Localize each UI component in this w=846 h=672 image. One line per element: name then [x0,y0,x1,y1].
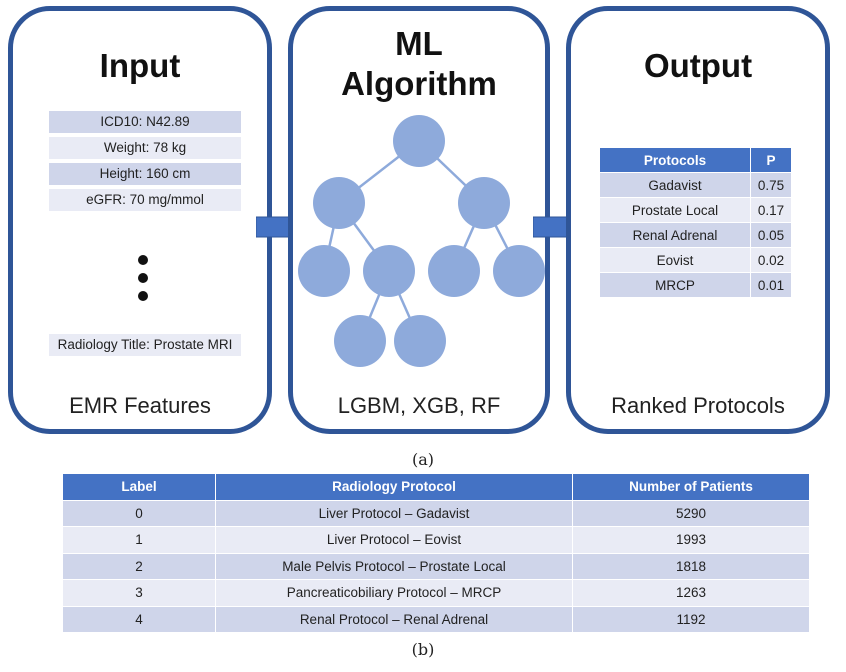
cell-patients: 1192 [572,605,810,633]
feature-radiology-title: Radiology Title: Prostate MRI [49,334,241,356]
table-row: 4 Renal Protocol – Renal Adrenal 1192 [62,605,810,633]
caption-b: (b) [411,640,435,659]
table-row: Gadavist 0.75 [599,172,792,198]
table-row: 2 Male Pelvis Protocol – Prostate Local … [62,552,810,580]
cell-label: 3 [62,579,216,607]
cell-protocol: Liver Protocol – Gadavist [215,499,573,527]
cell-label: 4 [62,605,216,633]
feature-egfr: eGFR: 70 mg/mmol [49,189,241,211]
tree-node [458,177,510,229]
ml-footer: LGBM, XGB, RF [337,393,501,418]
tree-node [394,315,446,367]
output-panel: Output Protocols P Gadavist 0.75 Prostat… [566,6,830,434]
protocol-name: Renal Adrenal [599,222,751,248]
header-protocol: Radiology Protocol [215,473,573,501]
protocol-distribution-table: Label Radiology Protocol Number of Patie… [62,473,810,633]
ellipsis-dot [138,255,148,265]
input-panel: Input ICD10: N42.89 Weight: 78 kg Height… [8,6,272,434]
tree-node [334,315,386,367]
header-label: Label [62,473,216,501]
ml-panel: ML Algorithm LGBM, XGB, RF [288,6,550,434]
tree-node [428,245,480,297]
feature-height: Height: 160 cm [49,163,241,185]
tree-node [298,245,350,297]
table-row: Eovist 0.02 [599,247,792,273]
cell-label: 1 [62,526,216,554]
input-footer: EMR Features [69,393,211,418]
tree-node [493,245,545,297]
output-title: Output [643,47,753,84]
table-row: MRCP 0.01 [599,272,792,298]
header-protocols: Protocols [599,147,751,173]
protocol-probability: 0.05 [750,222,792,248]
cell-patients: 5290 [572,499,810,527]
tree-node [313,177,365,229]
protocol-probability: 0.02 [750,247,792,273]
cell-protocol: Pancreaticobiliary Protocol – MRCP [215,579,573,607]
cell-label: 0 [62,499,216,527]
tree-node [393,115,445,167]
input-title: Input [99,47,181,84]
protocol-probability: 0.17 [750,197,792,223]
table-header-row: Label Radiology Protocol Number of Patie… [62,473,810,501]
table-row: Prostate Local 0.17 [599,197,792,223]
protocol-name: Gadavist [599,172,751,198]
cell-label: 2 [62,552,216,580]
feature-weight: Weight: 78 kg [49,137,241,159]
table-row: Renal Adrenal 0.05 [599,222,792,248]
cell-patients: 1993 [572,526,810,554]
cell-patients: 1818 [572,552,810,580]
cell-patients: 1263 [572,579,810,607]
protocol-name: MRCP [599,272,751,298]
cell-protocol: Male Pelvis Protocol – Prostate Local [215,552,573,580]
header-patients: Number of Patients [572,473,810,501]
ml-title-line1: ML [395,25,443,62]
cell-protocol: Liver Protocol – Eovist [215,526,573,554]
protocol-probability: 0.75 [750,172,792,198]
tree-node [363,245,415,297]
decision-tree-diagram [298,115,545,367]
feature-icd10: ICD10: N42.89 [49,111,241,133]
table-header-row: Protocols P [599,147,792,173]
ranked-protocols-table: Protocols P Gadavist 0.75 Prostate Local… [599,147,792,298]
ellipsis-dot [138,273,148,283]
header-p: P [750,147,792,173]
ellipsis-dot [138,291,148,301]
cell-protocol: Renal Protocol – Renal Adrenal [215,605,573,633]
table-row: 3 Pancreaticobiliary Protocol – MRCP 126… [62,579,810,607]
protocol-name: Prostate Local [599,197,751,223]
table-row: 0 Liver Protocol – Gadavist 5290 [62,499,810,527]
ml-title-line2: Algorithm [341,65,497,102]
tree-edges [322,140,521,342]
output-footer: Ranked Protocols [611,393,785,418]
caption-a: (a) [411,450,435,469]
protocol-probability: 0.01 [750,272,792,298]
table-row: 1 Liver Protocol – Eovist 1993 [62,526,810,554]
protocol-name: Eovist [599,247,751,273]
